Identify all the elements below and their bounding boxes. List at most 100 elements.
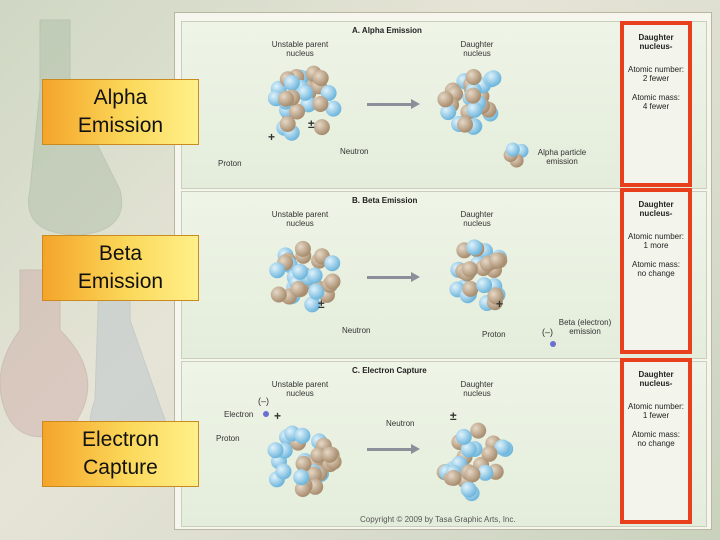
neutron-label: Neutron [340,147,369,156]
neutron-sphere [270,286,287,303]
proton-sphere [476,277,493,294]
neutron-sphere [461,261,478,278]
neutron-sphere [312,96,329,112]
neutron-plus-minus-sign: ± [318,297,325,311]
neutron-sphere [290,281,307,297]
neutron-sphere [489,252,506,269]
proton-plus-sign: + [496,297,504,311]
section-title: B. Beta Emission [352,196,418,205]
neutron-sphere [278,90,294,107]
proton-sphere [283,74,300,91]
electron-dot [263,411,269,417]
proton-sphere [294,427,311,444]
proton-sphere [275,463,292,480]
proton-sphere [460,441,477,458]
proton-sphere [325,100,342,117]
alpha-particle [503,142,529,168]
reaction-arrow [367,272,420,282]
neutron-sphere [312,70,329,86]
parent-nucleus [269,240,341,313]
neutron-sphere [295,455,312,472]
electron-minus-sign: (–) [542,327,553,337]
proton-sphere [460,481,477,498]
proton-sphere [477,464,494,481]
proton-sphere [440,104,457,121]
proton-sphere [292,263,308,280]
neutron-sphere [324,273,341,290]
daughter-nucleus [436,422,514,502]
proton-plus-sign: + [274,409,282,423]
neutron-sphere [279,116,296,132]
atomic-number-change: Atomic number:1 fewer [627,402,685,420]
neutron-sphere [462,280,479,297]
proton-sphere [306,267,323,284]
neutron-plus-minus-sign: ± [308,117,315,131]
proton-sphere [308,283,325,300]
neutron-label: Neutron [386,419,415,428]
neutron-sphere [294,481,311,497]
neutron-plus-minus-sign: ± [450,409,457,423]
neutron-sphere [465,69,482,85]
section-title: A. Alpha Emission [352,26,422,35]
neutron-sphere [464,466,481,483]
neutron-sphere [465,87,481,104]
proton-sphere [466,239,483,256]
neutron-sphere [481,445,498,462]
proton-sphere [485,70,502,87]
atomic-mass-change: Atomic mass:no change [631,260,680,278]
neutron-sphere [457,116,473,133]
proton-label: Proton [216,434,240,443]
proton-plus-sign: + [268,130,276,144]
neutron-sphere [289,103,305,120]
proton-sphere [494,439,511,456]
reaction-arrow [367,99,420,109]
proton-sphere [324,255,341,272]
atomic-mass-change: Atomic mass:no change [631,430,680,448]
proton-sphere [267,442,284,459]
beta-particle-label: Beta (electron)emission [558,318,612,336]
neutron-sphere [437,91,454,108]
neutron-sphere [313,119,330,136]
proton-sphere [297,84,314,101]
parent-nucleus [267,425,342,497]
proton-sphere [269,262,286,279]
proton-label: Proton [218,159,242,168]
electron-dot [550,341,556,347]
neutron-sphere [305,466,322,483]
atomic-mass-change: Atomic mass:4 fewer [631,93,680,111]
neutron-sphere [321,446,338,463]
neutron-sphere [487,288,504,305]
proton-label: Proton [482,330,506,339]
neutron-sphere [310,447,327,464]
neutron-sphere [445,469,462,486]
proton-sphere [505,142,520,157]
daughter-nucleus [449,239,508,311]
daughter-nucleus [437,69,502,135]
copyright-text: Copyright © 2009 by Tasa Graphic Arts, I… [360,515,516,524]
neutron-sphere [294,240,311,257]
electron-label: Electron [224,410,254,419]
proton-sphere [466,101,483,118]
proton-sphere [304,296,321,313]
proton-sphere [293,469,310,486]
reaction-arrow [367,444,420,454]
proton-sphere [320,85,337,101]
